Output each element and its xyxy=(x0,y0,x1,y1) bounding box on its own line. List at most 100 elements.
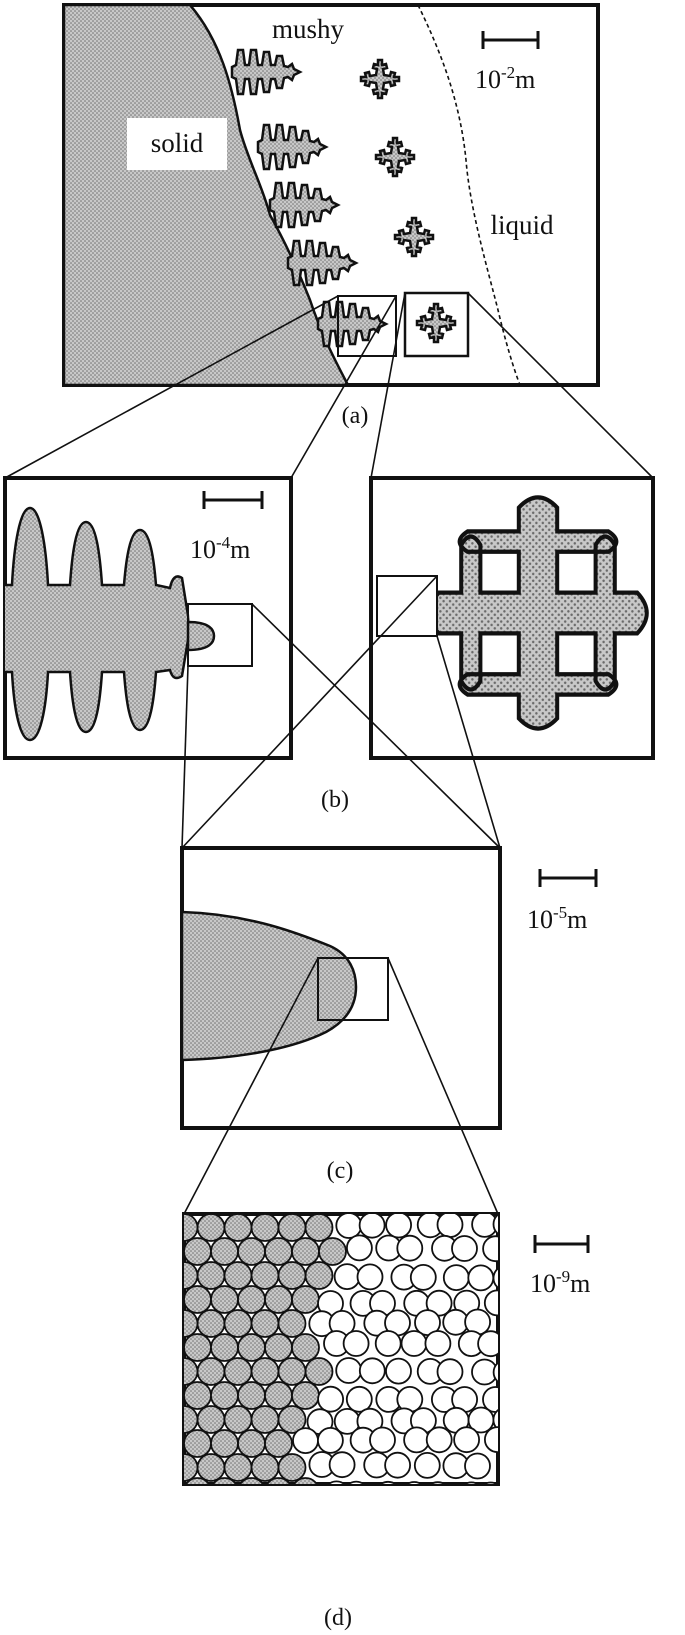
solid-atom xyxy=(264,1333,293,1362)
solid-atom xyxy=(237,1381,266,1410)
liquid-atom xyxy=(358,1357,386,1385)
solid-atom xyxy=(223,1405,253,1434)
solid-atom xyxy=(210,1237,239,1266)
caption-b: (b) xyxy=(321,787,349,813)
scale-bar-a xyxy=(481,31,540,49)
liquid-atom xyxy=(482,1235,498,1263)
solid-atom xyxy=(250,1357,280,1386)
scale-bar-b xyxy=(202,491,264,509)
solid-atom xyxy=(237,1333,266,1362)
solid-atom xyxy=(184,1357,199,1386)
solid-atom xyxy=(184,1333,212,1362)
liquid-atom xyxy=(467,1264,495,1292)
scale-bar-c xyxy=(538,869,598,887)
liquid-atom xyxy=(400,1330,428,1357)
solid-atom xyxy=(250,1309,280,1338)
liquid-atom xyxy=(384,1451,412,1479)
liquidus-boundary xyxy=(417,5,521,385)
solid-atom xyxy=(184,1309,199,1338)
liquid-atom xyxy=(335,1214,363,1239)
liquid-atom xyxy=(500,1309,525,1334)
solid-atom xyxy=(264,1285,293,1314)
liquid-atom xyxy=(483,1481,498,1484)
solid-atom xyxy=(277,1214,307,1242)
solid-atom xyxy=(277,1453,307,1482)
solid-atom xyxy=(210,1333,239,1362)
liquid-atom xyxy=(436,1214,464,1238)
liquid-atom xyxy=(317,1385,345,1413)
liquid-atom xyxy=(333,1263,361,1290)
solid-atom xyxy=(210,1381,239,1410)
liquid-atom xyxy=(442,1264,470,1291)
scale-label-d: 10-9m xyxy=(530,1267,590,1298)
solid-atom xyxy=(184,1214,199,1242)
liquid-atom xyxy=(492,1408,498,1431)
liquid-atom xyxy=(424,1330,452,1357)
scale-bar-d xyxy=(533,1235,590,1253)
solid-atom xyxy=(264,1429,293,1458)
solid-atom xyxy=(185,1477,210,1484)
liquid-atom xyxy=(464,1452,491,1480)
liquid-atom xyxy=(436,1358,464,1386)
solid-atom xyxy=(304,1214,334,1242)
liquid-atom xyxy=(358,1214,386,1239)
panel-b-columnar: 10-4m xyxy=(3,476,293,760)
liquid-atom xyxy=(403,1426,431,1454)
liquid-atom xyxy=(492,1267,498,1289)
liquid-atom xyxy=(356,1263,384,1291)
solid-atom xyxy=(196,1261,226,1290)
scale-label-a: 10-2m xyxy=(475,63,535,94)
liquid-atom xyxy=(409,1264,437,1291)
liquid-atom xyxy=(477,1330,498,1358)
solid-atom xyxy=(223,1309,253,1338)
solid-atom xyxy=(291,1381,320,1410)
solid-atom xyxy=(277,1261,307,1290)
solid-atom xyxy=(264,1381,293,1410)
zoom-lines-c-to-d xyxy=(183,957,499,1215)
solid-atom xyxy=(250,1405,280,1434)
liquid-atom xyxy=(396,1234,424,1262)
liquid-atom xyxy=(425,1289,453,1317)
solid-atom xyxy=(237,1285,266,1314)
dendrite-tip-zoomed xyxy=(186,620,216,652)
liquid-atom xyxy=(347,1480,366,1484)
solid-atom xyxy=(304,1357,334,1386)
solid-atom xyxy=(237,1429,266,1458)
zoom-box-interface xyxy=(317,957,389,1021)
solid-atom xyxy=(184,1261,199,1290)
solid-atom xyxy=(184,1429,212,1458)
zoom-box-columnar xyxy=(337,295,397,357)
liquid-atom xyxy=(335,1357,363,1384)
solid-atom xyxy=(212,1477,237,1484)
solid-atom xyxy=(250,1214,280,1242)
zoom-box-equiaxed xyxy=(403,291,470,358)
solid-atom xyxy=(239,1477,264,1484)
columnar-dendrite-zoomed xyxy=(5,506,192,742)
solid-atom xyxy=(223,1453,253,1482)
liquid-atom xyxy=(484,1426,498,1453)
solid-label-bg xyxy=(127,118,227,170)
solid-atom xyxy=(196,1357,226,1386)
solid-atom xyxy=(210,1429,239,1458)
solid-atom xyxy=(293,1477,318,1484)
liquid-atom xyxy=(405,1481,423,1484)
solid-atom xyxy=(277,1309,307,1338)
panel-d: 10-9m xyxy=(182,1212,590,1486)
solid-atom xyxy=(291,1237,320,1266)
solid-atom xyxy=(184,1453,199,1482)
liquid-atom xyxy=(385,1214,412,1239)
solid-atom xyxy=(184,1285,212,1314)
solid-atom xyxy=(264,1237,293,1266)
solid-atom xyxy=(237,1237,266,1266)
liquid-atom xyxy=(374,1330,402,1357)
solid-atom xyxy=(184,1405,199,1434)
solid-atom xyxy=(196,1405,226,1434)
solid-atom xyxy=(277,1405,307,1434)
solid-atom xyxy=(184,1237,212,1266)
solid-atom xyxy=(223,1214,253,1242)
caption-a: (a) xyxy=(342,403,369,429)
liquid-atom xyxy=(429,1481,446,1484)
liquid-atom xyxy=(292,1427,319,1454)
solid-atom xyxy=(318,1237,347,1266)
solid-label: solid xyxy=(151,128,204,158)
